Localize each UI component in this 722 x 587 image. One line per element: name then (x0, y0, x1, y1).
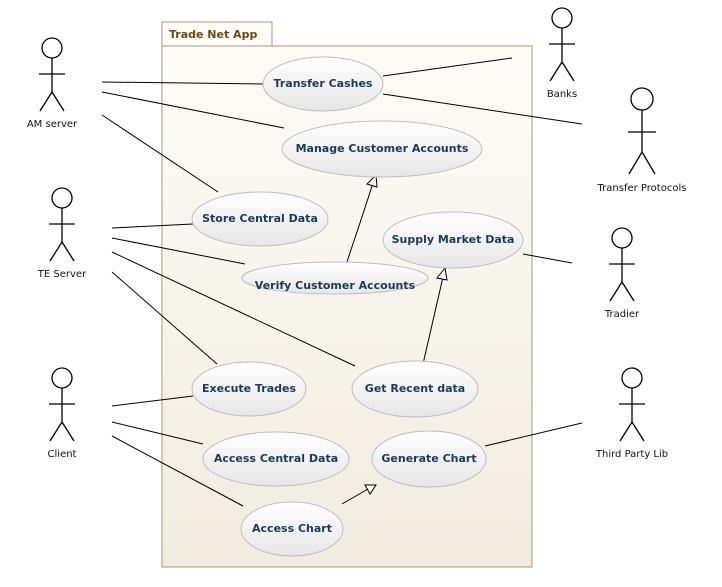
assoc-client-accesscentral (111, 421, 204, 445)
gen-arrowhead-generate (364, 484, 377, 495)
use-case-label: Execute Trades (202, 382, 296, 395)
use-case-generate-chart[interactable]: Generate Chart (371, 430, 487, 488)
stick-figure-icon (628, 87, 656, 175)
use-case-label: Store Central Data (202, 212, 318, 225)
gen-getrecent-supply (422, 276, 444, 365)
actor-label: TE Server (37, 269, 87, 280)
actor-label: Third Party Lib (595, 449, 668, 460)
assoc-te-verify (111, 237, 246, 265)
gen-verify-manage (346, 182, 374, 263)
assoc-am-transfer (101, 81, 264, 85)
use-case-execute-trades[interactable]: Execute Trades (191, 361, 307, 417)
use-case-label: Transfer Cashes (274, 77, 373, 90)
use-case-access-chart[interactable]: Access Chart (240, 501, 344, 557)
actor-label: Banks (547, 89, 577, 100)
stick-figure-icon (619, 367, 645, 442)
use-case-get-recent-data[interactable]: Get Recent data (351, 360, 479, 418)
use-case-store-central-data[interactable]: Store Central Data (191, 191, 329, 247)
stick-figure-icon (609, 227, 635, 302)
assoc-transfer-protocols (382, 93, 583, 125)
assoc-generate-thirdparty (484, 422, 583, 447)
gen-arrowhead-supply (436, 266, 448, 281)
actor-label: AM server (27, 119, 78, 130)
use-case-transfer-cashes[interactable]: Transfer Cashes (262, 56, 384, 112)
system-title: Trade Net App (169, 28, 257, 41)
actor-label: Transfer Protocols (597, 183, 687, 194)
use-case-access-central-data[interactable]: Access Central Data (202, 431, 350, 487)
actor-te-server[interactable]: TE Server (37, 187, 87, 280)
use-case-label: Verify Customer Accounts (255, 279, 416, 292)
use-case-label: Access Central Data (214, 452, 338, 465)
use-case-label: Generate Chart (381, 452, 476, 465)
generalizations (341, 173, 448, 505)
use-case-label: Manage Customer Accounts (296, 142, 469, 155)
assoc-supply-tradier (522, 253, 573, 264)
stick-figure-icon (49, 187, 75, 262)
use-case-manage-customer-accounts[interactable]: Manage Customer Accounts (281, 120, 483, 178)
stick-figure-icon (549, 7, 575, 82)
use-case-label: Access Chart (252, 522, 332, 535)
gen-accesschart-generate (341, 488, 369, 505)
assoc-am-manage (101, 91, 285, 129)
actor-client[interactable]: Client (48, 367, 77, 460)
stick-figure-icon (39, 37, 65, 112)
assoc-te-getrecent (111, 251, 356, 367)
assoc-am-store (101, 114, 219, 193)
assoc-client-accesschart (111, 435, 244, 507)
assoc-transfer-banks (382, 57, 513, 77)
actor-tradier[interactable]: Tradier (604, 227, 640, 320)
use-case-supply-market-data[interactable]: Supply Market Data (382, 211, 524, 269)
use-case-label: Supply Market Data (392, 233, 515, 246)
actor-transfer-protocols[interactable]: Transfer Protocols (597, 87, 687, 194)
use-case-verify-customer-accounts[interactable]: Verify Customer Accounts (241, 261, 429, 295)
associations (101, 57, 583, 507)
assoc-client-execute (111, 395, 194, 407)
gen-arrowhead-manage (366, 173, 378, 188)
actor-am-server[interactable]: AM server (27, 37, 78, 130)
actor-label: Tradier (604, 309, 640, 320)
actor-label: Client (48, 449, 77, 460)
stick-figure-icon (49, 367, 75, 442)
actor-third-party-lib[interactable]: Third Party Lib (595, 367, 668, 460)
use-case-label: Get Recent data (365, 382, 465, 395)
assoc-te-execute (111, 271, 218, 365)
assoc-te-store (111, 223, 194, 229)
actor-banks[interactable]: Banks (547, 7, 577, 100)
